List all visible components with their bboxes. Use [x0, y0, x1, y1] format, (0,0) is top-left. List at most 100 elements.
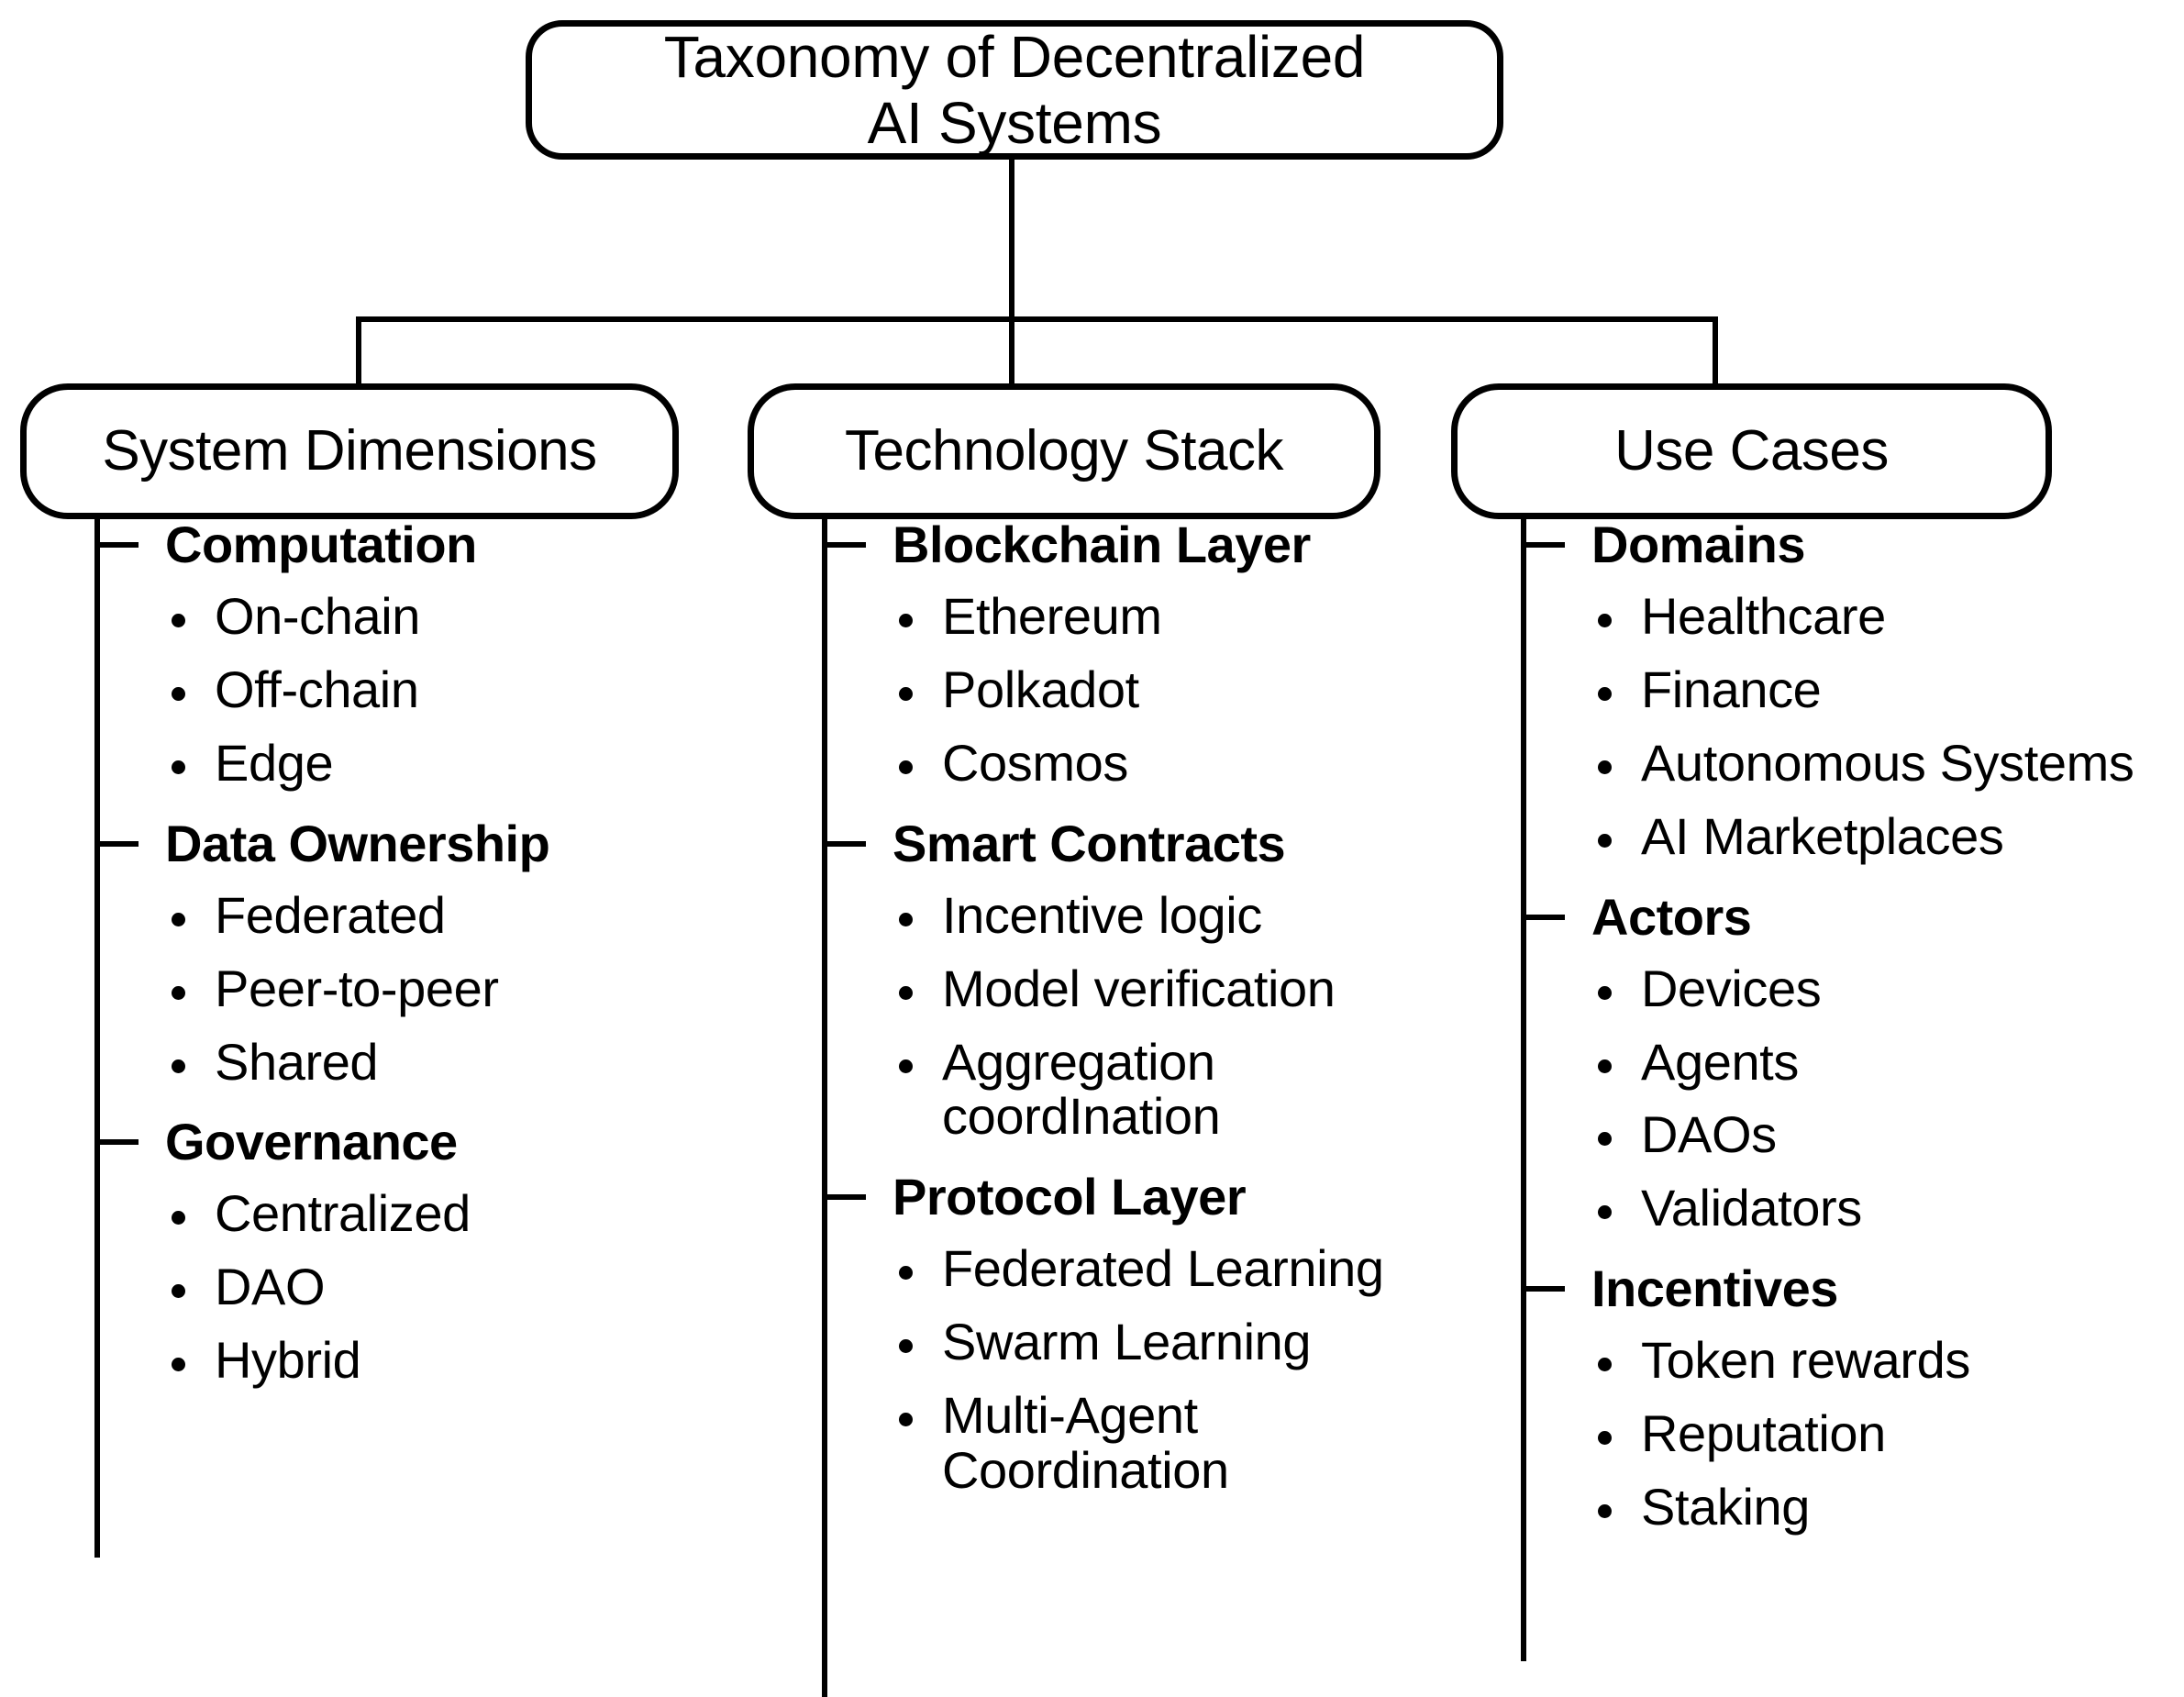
bullet-icon — [899, 1339, 913, 1354]
list-item-label: Edge — [215, 733, 334, 792]
bullet-icon — [172, 614, 185, 627]
branch-node-label: Use Cases — [1614, 419, 1889, 482]
connector-spine — [822, 519, 827, 1697]
list-item-label: DAO — [215, 1258, 326, 1316]
bullet-icon — [1598, 985, 1612, 1000]
group-header: Protocol Layer — [796, 1171, 1466, 1223]
group-header-label: Domains — [1591, 516, 1806, 573]
connector-spine — [94, 519, 100, 1558]
list-item: Autonomous Systems — [1591, 733, 2183, 792]
group-domains: Domains Healthcare Finance Autonomous Sy… — [1495, 519, 2183, 864]
list-item-label: Autonomous Systems — [1641, 733, 2134, 792]
connector-tick-icon — [97, 1139, 139, 1146]
item-list: Federated Learning Swarm Learning Multi-… — [796, 1241, 1466, 1498]
branch-node-technology-stack: Technology Stack — [748, 383, 1380, 519]
group-header-label: Computation — [165, 516, 477, 573]
list-item-label: Aggregation coordInation — [942, 1032, 1221, 1146]
list-item: Model verification — [892, 960, 1466, 1016]
list-item-label: Peer-to-peer — [215, 959, 499, 1017]
list-item-label: On-chain — [215, 587, 421, 645]
bullet-icon — [899, 686, 913, 701]
group-list: Blockchain Layer Ethereum Polkadot Cosmo… — [796, 519, 1466, 1498]
list-item: Polkadot — [892, 661, 1466, 717]
item-list: Incentive logic Model verification Aggre… — [796, 885, 1466, 1146]
list-item: Reputation — [1591, 1406, 2183, 1461]
connector-tick-icon — [825, 542, 866, 548]
list-item: Validators — [1591, 1181, 2183, 1236]
bullet-icon — [172, 985, 185, 1000]
group-header: Blockchain Layer — [796, 519, 1466, 571]
group-list: Domains Healthcare Finance Autonomous Sy… — [1495, 519, 2183, 1535]
list-item-label: Federated — [215, 885, 446, 944]
list-item-label: Reputation — [1641, 1404, 1886, 1463]
list-item: Federated Learning — [892, 1241, 1466, 1296]
bullet-icon — [172, 686, 185, 701]
group-list: Computation On-chain Off-chain Edge Data… — [69, 519, 711, 1388]
list-item: Off-chain — [165, 661, 711, 717]
list-item-label: Multi-Agent Coordination — [942, 1386, 1229, 1500]
bullet-icon — [172, 912, 185, 926]
list-item-label: AI Marketplaces — [1641, 806, 2004, 865]
branch-column-technology-stack: Blockchain Layer Ethereum Polkadot Cosmo… — [796, 519, 1466, 1697]
bullet-icon — [1598, 1132, 1612, 1147]
group-header: Domains — [1495, 519, 2183, 571]
root-node: Taxonomy of Decentralized AI Systems — [526, 20, 1503, 160]
list-item: DAOs — [1591, 1107, 2183, 1162]
bullet-icon — [1598, 686, 1612, 701]
group-blockchain-layer: Blockchain Layer Ethereum Polkadot Cosmo… — [796, 519, 1466, 791]
branch-node-label: Technology Stack — [845, 419, 1283, 482]
bullet-icon — [1598, 760, 1612, 774]
group-header-label: Smart Contracts — [892, 814, 1286, 872]
group-header-label: Governance — [165, 1113, 458, 1171]
group-header: Incentives — [1495, 1263, 2183, 1314]
list-item: Hybrid — [165, 1333, 711, 1388]
list-item-label: Devices — [1641, 959, 1822, 1017]
bullet-icon — [1598, 1059, 1612, 1073]
connector-tick-icon — [1524, 542, 1565, 548]
list-item: Centralized — [165, 1186, 711, 1241]
group-protocol-layer: Protocol Layer Federated Learning Swarm … — [796, 1171, 1466, 1498]
list-item-label: Incentive logic — [942, 885, 1262, 944]
list-item: Federated — [165, 885, 711, 944]
bullet-icon — [172, 1358, 185, 1372]
list-item: Incentive logic — [892, 885, 1466, 944]
list-item: Healthcare — [1591, 589, 2183, 644]
list-item: AI Marketplaces — [1591, 806, 2183, 865]
group-header-label: Incentives — [1591, 1259, 1838, 1318]
bullet-icon — [1598, 614, 1612, 627]
list-item-label: Validators — [1641, 1179, 1862, 1237]
connector-tick-icon — [97, 840, 139, 847]
group-header-label: Actors — [1591, 887, 1752, 946]
item-list: Token rewards Reputation Staking — [1495, 1333, 2183, 1535]
branch-node-label: System Dimensions — [102, 419, 597, 482]
list-item-label: Healthcare — [1641, 587, 1886, 645]
group-header: Computation — [69, 519, 711, 571]
bullet-icon — [899, 912, 913, 926]
connector-tick-icon — [825, 1194, 866, 1201]
list-item: Finance — [1591, 660, 2183, 718]
list-item: Shared — [165, 1034, 711, 1090]
list-item: Ethereum — [892, 589, 1466, 644]
list-item-label: Staking — [1641, 1478, 1810, 1536]
list-item-label: DAOs — [1641, 1105, 1777, 1164]
connector-branch-drop-1 — [356, 316, 361, 386]
bullet-icon — [899, 985, 913, 1000]
group-header-label: Blockchain Layer — [892, 516, 1311, 573]
group-actors: Actors Devices Agents DAOs Validators — [1495, 891, 2183, 1237]
connector-spine — [1521, 519, 1526, 1661]
item-list: Federated Peer-to-peer Shared — [69, 885, 711, 1090]
bullet-icon — [172, 1211, 185, 1226]
connector-tick-icon — [1524, 914, 1565, 920]
item-list: Devices Agents DAOs Validators — [1495, 959, 2183, 1237]
connector-tick-icon — [1524, 1286, 1565, 1292]
list-item: Multi-Agent Coordination — [892, 1388, 1466, 1498]
list-item: Swarm Learning — [892, 1314, 1466, 1370]
list-item: Devices — [1591, 959, 2183, 1017]
bullet-icon — [172, 1059, 185, 1073]
group-computation: Computation On-chain Off-chain Edge — [69, 519, 711, 791]
list-item-label: Centralized — [215, 1184, 471, 1243]
list-item-label: Finance — [1641, 660, 1822, 718]
bullet-icon — [899, 1266, 913, 1281]
bullet-icon — [1598, 833, 1612, 848]
